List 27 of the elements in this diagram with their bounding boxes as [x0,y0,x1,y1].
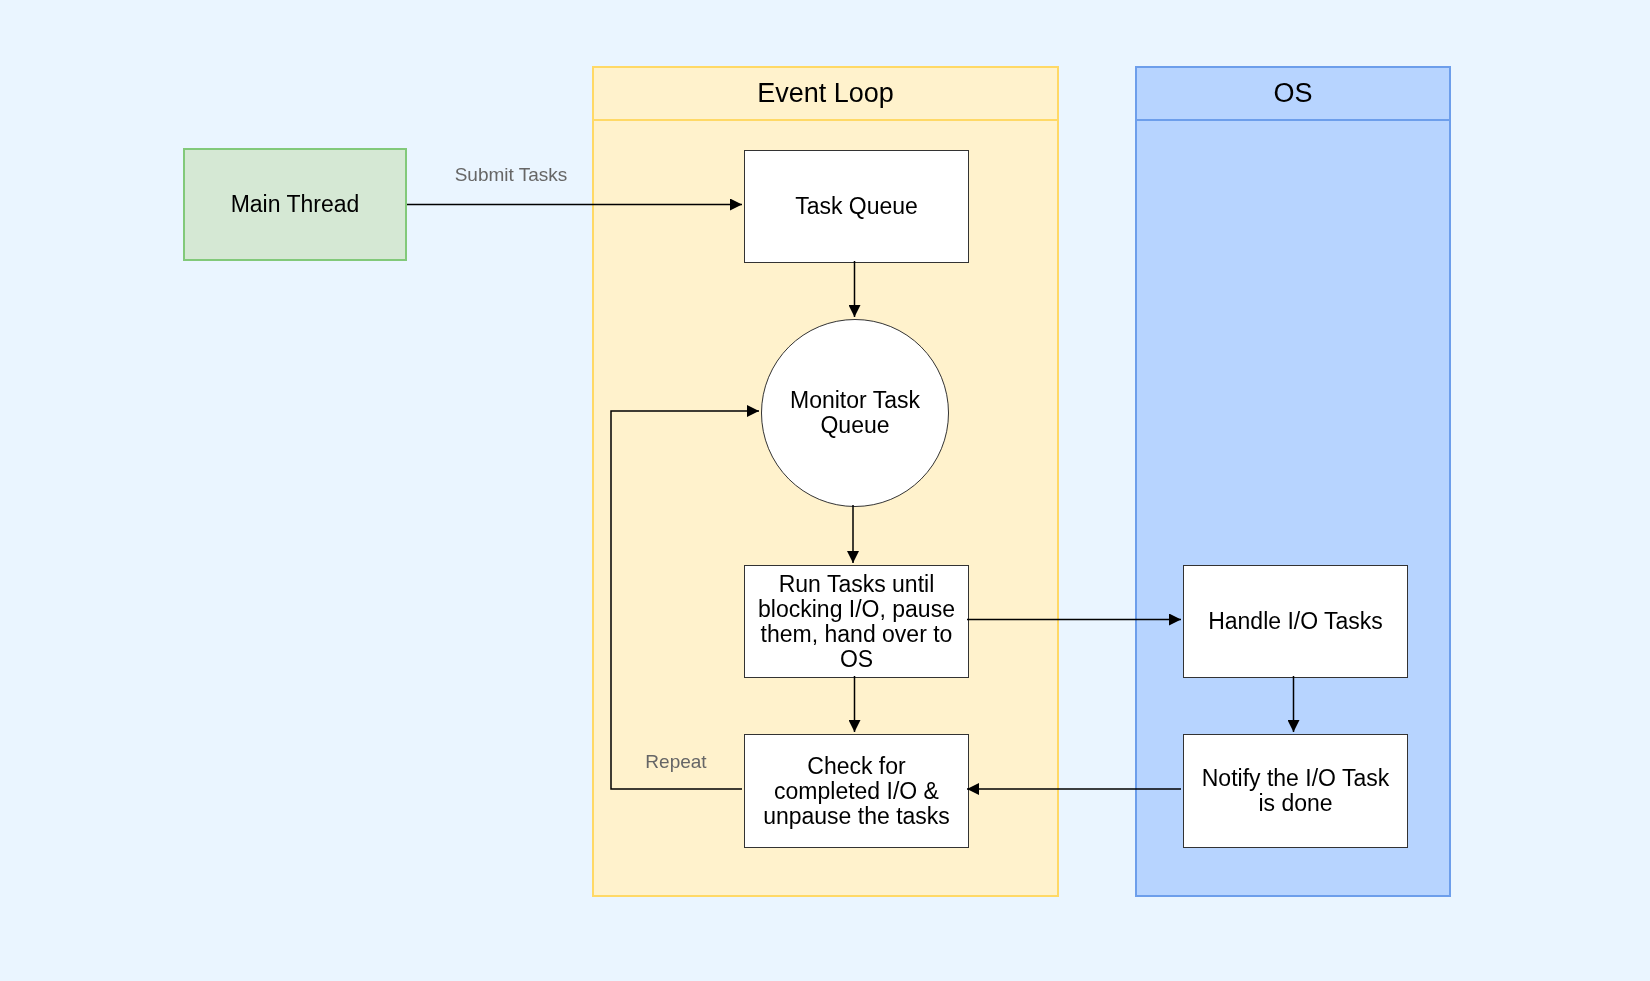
process-box [1183,734,1408,848]
node-label: Run Tasks until blocking I/O, pause them, hand over to OS [757,571,956,672]
arrow [848,675,861,733]
node-label: Notify the I/O Task is done [1200,766,1391,816]
arrow [966,783,1182,795]
process-box [744,150,969,263]
swimlane-panel [1135,66,1451,897]
process-box [744,565,969,678]
arrow [848,260,861,318]
edge-label: Repeat [644,751,708,773]
lane-title: Event Loop [757,77,894,111]
node-label: Task Queue [795,194,918,219]
node-label: Handle I/O Tasks [1208,609,1383,634]
edge-label: Submit Tasks [453,164,569,186]
arrow [847,504,859,564]
process-box [183,148,407,261]
arrow [406,198,743,211]
arrow [966,613,1182,626]
node-label: Monitor Task Queue [789,388,921,438]
node-label: Main Thread [230,192,360,217]
arrow [610,405,760,790]
process-box [1183,565,1408,678]
node-label: Check for completed I/O & unpause the tasks [762,753,951,829]
swimlane-panel [592,66,1059,897]
arrow [1287,675,1300,733]
lane-title: OS [1273,77,1313,111]
process-box [744,734,969,848]
